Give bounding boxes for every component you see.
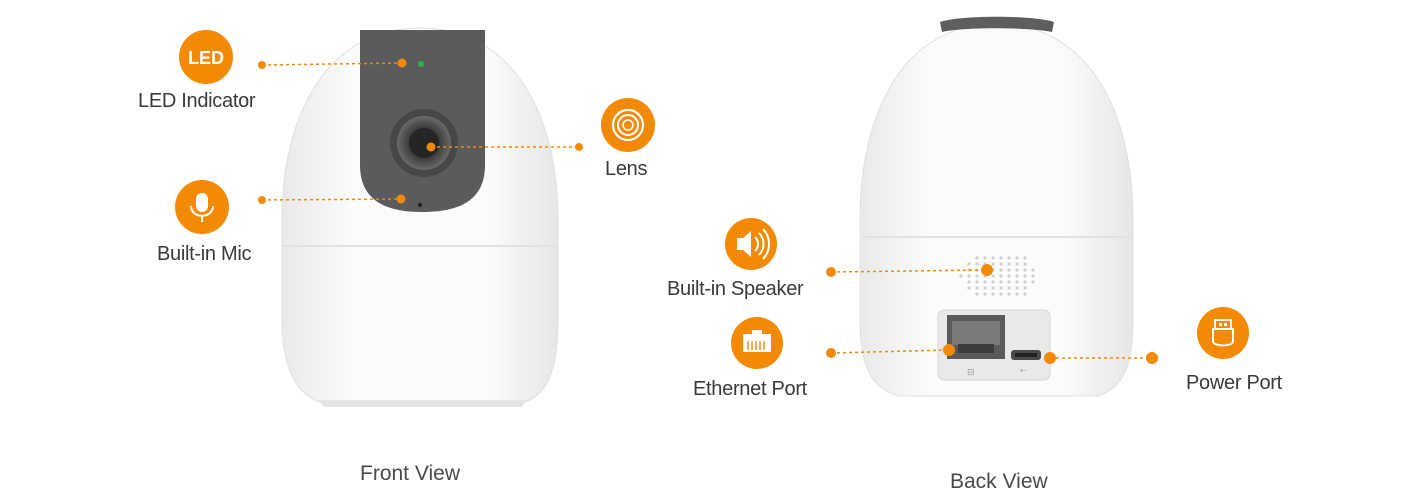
- grille-hole: [1007, 262, 1011, 266]
- grille-hole: [1031, 274, 1035, 278]
- svg-text:LED: LED: [188, 48, 224, 68]
- front-camera: [281, 27, 559, 407]
- grille-hole: [1007, 274, 1011, 278]
- grille-hole: [1031, 280, 1035, 284]
- grille-hole: [1015, 274, 1019, 278]
- speaker-grille: [959, 256, 1035, 296]
- back-camera: ⊟ ⇠: [859, 16, 1134, 397]
- grille-hole: [991, 274, 995, 278]
- grille-hole: [999, 268, 1003, 272]
- lens-label: Lens: [605, 158, 648, 180]
- grille-hole: [1015, 286, 1019, 290]
- grille-hole: [1023, 280, 1027, 284]
- grille-hole: [975, 274, 979, 278]
- grille-hole: [983, 292, 987, 296]
- grille-hole: [1023, 262, 1027, 266]
- grille-hole: [999, 256, 1003, 260]
- grille-hole: [999, 262, 1003, 266]
- grille-hole: [1015, 262, 1019, 266]
- svg-text:⊟: ⊟: [967, 368, 975, 378]
- grille-hole: [991, 256, 995, 260]
- grille-hole: [1023, 286, 1027, 290]
- grille-hole: [999, 286, 1003, 290]
- microphone-icon: [175, 180, 229, 234]
- grille-hole: [1015, 292, 1019, 296]
- svg-text:⇠: ⇠: [1020, 366, 1027, 375]
- grille-hole: [1023, 256, 1027, 260]
- grille-hole: [983, 286, 987, 290]
- grille-hole: [1023, 274, 1027, 278]
- grille-hole: [991, 286, 995, 290]
- grille-hole: [991, 292, 995, 296]
- grille-hole: [959, 274, 963, 278]
- grille-hole: [983, 280, 987, 284]
- grille-hole: [975, 292, 979, 296]
- leader-lines: [261, 62, 1152, 359]
- grille-hole: [967, 286, 971, 290]
- grille-hole: [991, 262, 995, 266]
- grille-hole: [1007, 286, 1011, 290]
- grille-hole: [1015, 256, 1019, 260]
- grille-hole: [1015, 268, 1019, 272]
- back-camera-body: [859, 23, 1134, 397]
- back-camera-top-dome: [940, 16, 1054, 32]
- led-text-icon: LED: [179, 30, 233, 84]
- grille-hole: [967, 280, 971, 284]
- grille-hole: [975, 262, 979, 266]
- front-camera-base: [318, 400, 528, 407]
- grille-hole: [1007, 268, 1011, 272]
- grille-hole: [975, 256, 979, 260]
- built-in-speaker-label: Built-in Speaker: [667, 278, 804, 300]
- led-indicator-label: LED Indicator: [138, 90, 256, 112]
- grille-hole: [1031, 268, 1035, 272]
- grille-hole: [1007, 292, 1011, 296]
- status-led-green: [418, 61, 424, 67]
- grille-hole: [975, 280, 979, 284]
- grille-hole: [967, 274, 971, 278]
- ethernet-port-icon: [731, 317, 783, 369]
- grille-hole: [983, 256, 987, 260]
- grille-hole: [999, 280, 1003, 284]
- front-view-caption: Front View: [360, 462, 460, 485]
- usb-plug-icon: [1197, 307, 1249, 359]
- grille-hole: [1023, 292, 1027, 296]
- lens-rings-icon: [601, 98, 655, 152]
- grille-hole: [999, 292, 1003, 296]
- leader-endpoints: [258, 58, 1158, 364]
- grille-hole: [1015, 280, 1019, 284]
- built-in-mic-label: Built-in Mic: [157, 243, 252, 265]
- back-view-caption: Back View: [950, 470, 1048, 493]
- grille-hole: [967, 262, 971, 266]
- grille-hole: [1007, 256, 1011, 260]
- grille-hole: [999, 274, 1003, 278]
- grille-hole: [1007, 280, 1011, 284]
- grille-hole: [975, 286, 979, 290]
- power-port-label: Power Port: [1186, 372, 1282, 394]
- grille-hole: [1023, 268, 1027, 272]
- speaker-icon: [725, 218, 777, 270]
- ethernet-port-label: Ethernet Port: [693, 378, 807, 400]
- grille-hole: [991, 280, 995, 284]
